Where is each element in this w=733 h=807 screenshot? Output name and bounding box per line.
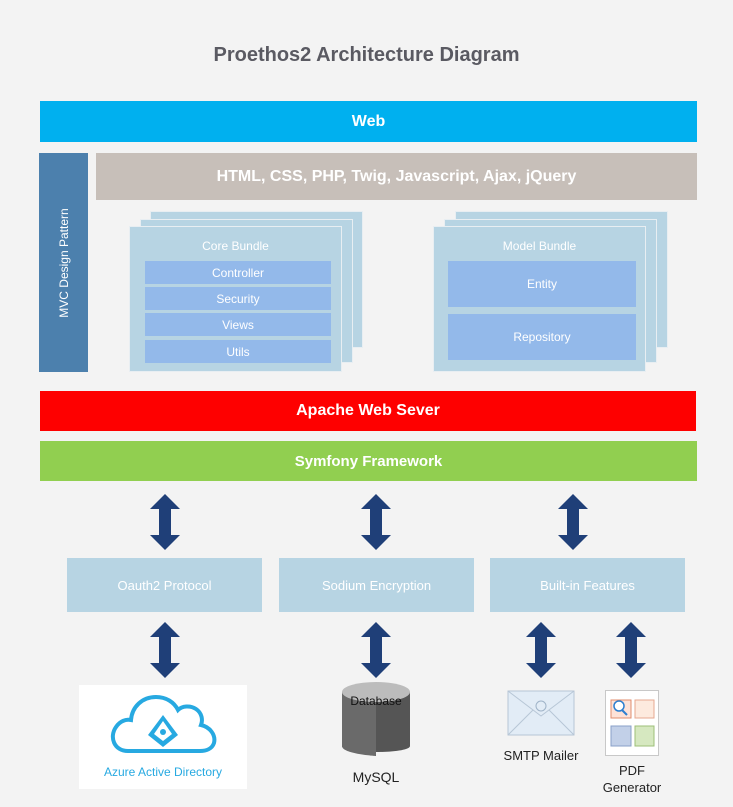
core-item-controller: Controller [145,261,331,284]
azure-label: Azure Active Directory [103,765,223,779]
symfony-layer: Symfony Framework [40,441,697,481]
mvc-design-pattern-bar: MVC Design Pattern [39,153,88,372]
database-icon [342,682,410,756]
diagram-title: Proethos2 Architecture Diagram [213,44,520,66]
arrow-features-smtp [526,622,556,678]
core-bundle-title: Core Bundle [202,239,269,253]
arrow-oauth-azure [150,622,180,678]
arrow-features-pdf [616,622,646,678]
azure-cloud-icon [110,694,217,753]
core-bundle: Core Bundle Controller Security Views Ut… [129,226,342,372]
pdf-label: PDF Generator [602,763,662,795]
core-item-security: Security [145,287,331,310]
mysql-label: MySQL [352,769,400,785]
model-item-entity: Entity [448,261,636,307]
core-item-views: Views [145,313,331,336]
arrow-sodium-mysql [361,622,391,678]
model-bundle-title: Model Bundle [502,239,577,253]
pdf-document-icon [605,690,659,756]
arrow-symfony-sodium [361,494,391,550]
arrow-symfony-oauth [150,494,180,550]
envelope-icon [507,690,575,736]
tech-stack-layer: HTML, CSS, PHP, Twig, Javascript, Ajax, … [96,153,697,200]
azure-ad-panel: Azure Active Directory [79,685,247,789]
feature-oauth2: Oauth2 Protocol [67,558,262,612]
model-item-repository: Repository [448,314,636,360]
apache-layer: Apache Web Sever [40,391,696,431]
model-bundle: Model Bundle Entity Repository [433,226,646,372]
arrow-symfony-features [558,494,588,550]
database-label: Database [350,694,402,708]
core-item-utils: Utils [145,340,331,363]
feature-builtin: Built-in Features [490,558,685,612]
web-layer: Web [40,101,697,142]
feature-sodium: Sodium Encryption [279,558,474,612]
smtp-label: SMTP Mailer [503,748,579,763]
